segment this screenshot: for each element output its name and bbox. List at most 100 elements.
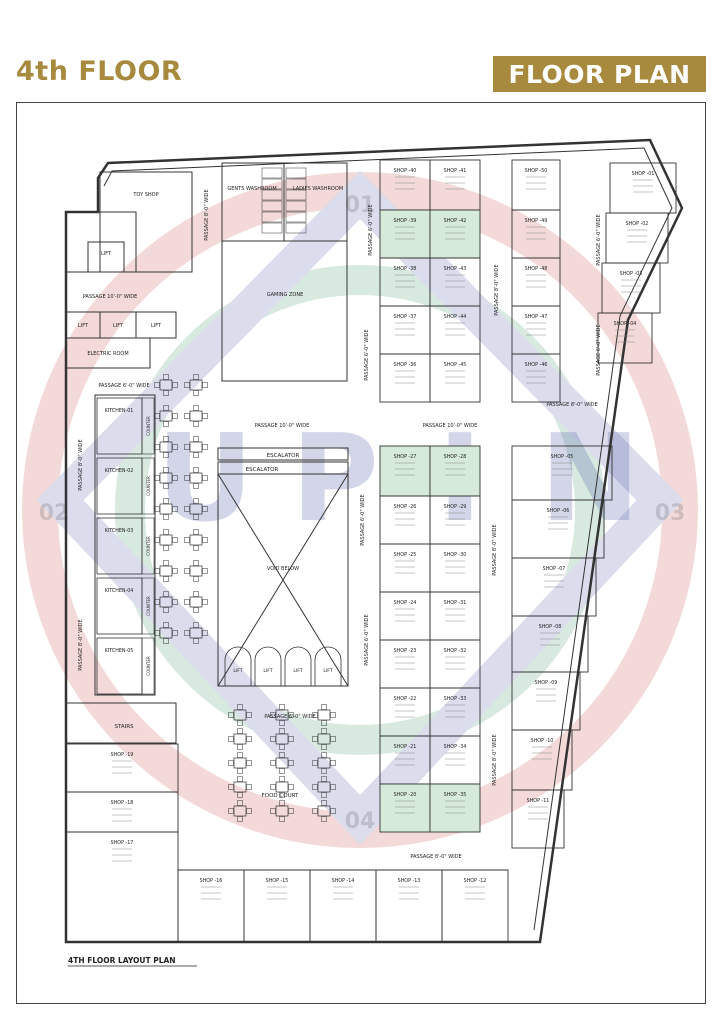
kitchen-label: KITCHEN-04 [105,588,134,594]
dining-tables [154,374,336,822]
toilet-stall [261,211,283,223]
floor-title: 4th FLOOR [16,56,183,87]
dining-table [154,591,178,613]
dining-table [312,800,336,822]
dining-table [312,728,336,750]
counter-label: COUNTER [146,536,151,556]
dining-table [154,405,178,427]
ladies-washroom-label: LADIES WASHROOM [293,186,343,192]
shop-unit: SHOP -23 [379,639,431,689]
shop-unit: SHOP -15 [243,869,311,943]
shop-unit: SHOP -14 [309,869,377,943]
passage-label: PASSAGE 8'-0" WIDE [78,619,84,670]
shop-label: SHOP -41 [444,168,467,174]
toilet-stall [285,222,307,234]
shop-label: SHOP -42 [444,218,467,224]
shop-label: SHOP -20 [394,792,417,798]
shop-unit: SHOP -26 [379,495,431,545]
dining-table [270,776,294,798]
passage-label: PASSAGE 10'-0" WIDE [423,423,478,429]
shop-unit: SHOP -46 [511,353,561,403]
lift-arch: LIFT [314,646,342,686]
passage-label: PASSAGE 6'-0" WIDE [264,714,315,720]
escalator-upper [217,447,349,461]
dining-table [270,728,294,750]
dining-table [228,776,252,798]
dining-table [312,704,336,726]
dining-table [154,622,178,644]
floor-plan-badge: FLOOR PLAN [493,56,706,92]
electric-room-label: ELECTRIC ROOM [87,351,128,357]
dining-table [228,728,252,750]
passage-label: PASSAGE 10'-0" WIDE [83,294,138,300]
counter-label: COUNTER [146,656,151,676]
escalator-label: ESCALATOR [267,453,300,459]
shop-label: SHOP -06 [547,508,570,514]
shop-label: SHOP -34 [444,744,467,750]
stairs-label: STAIRS [114,724,134,730]
void-area [217,473,349,687]
dining-table [154,529,178,551]
dining-table [184,529,208,551]
shop-unit: SHOP -12 [441,869,509,943]
plan-frame [16,102,706,1004]
shop-label: SHOP -44 [444,314,467,320]
dining-table [312,752,336,774]
lift-label: LIFT [101,251,112,257]
passage-label: PASSAGE 8'-0" WIDE [78,439,84,490]
shop-unit: SHOP -37 [379,305,431,355]
shop-label: SHOP -23 [394,648,417,654]
dining-table [184,560,208,582]
dining-table [270,752,294,774]
shop-label: SHOP -17 [111,840,134,846]
toilet-stalls [261,167,307,234]
lift-arch: LIFT [254,646,282,686]
shop-label: SHOP -37 [394,314,417,320]
shop-label: SHOP -30 [444,552,467,558]
shop-unit: SHOP -24 [379,591,431,641]
shop-label: SHOP -04 [614,321,637,327]
passage-label: PASSAGE 10'-0" WIDE [255,423,310,429]
shop-label: SHOP -07 [543,566,566,572]
passage-label: PASSAGE 8'-0" WIDE [492,734,498,785]
lift-top [87,241,125,273]
shop-unit: SHOP -31 [429,591,481,641]
dining-table [184,591,208,613]
shop-label: SHOP -08 [539,624,562,630]
shop-unit: SHOP -16 [177,869,245,943]
gaming-zone-label: GAMING ZONE [267,292,304,298]
dining-table [184,374,208,396]
watermark-letter: U [156,410,253,549]
watermark-marker: 02 [39,501,70,526]
toilet-stall [261,189,283,201]
toilet-stall [285,167,307,179]
toilet-stall [261,178,283,190]
plan-structure [65,162,508,942]
kitchen-column [94,394,156,696]
shop-label: SHOP -38 [394,266,417,272]
shop-unit: SHOP -42 [429,209,481,259]
shop-label: SHOP -35 [444,792,467,798]
shop-label: SHOP -11 [527,798,550,804]
shop-label: SHOP -24 [394,600,417,606]
shop-label: SHOP -10 [531,738,554,744]
watermark-marker: 01 [345,193,376,218]
shop-label: SHOP -18 [111,800,134,806]
shop-label: SHOP -33 [444,696,467,702]
shop-unit: SHOP -39 [379,209,431,259]
shop-label: SHOP -03 [620,271,643,277]
shop-unit: SHOP -45 [429,353,481,403]
dining-table [228,704,252,726]
kitchen-label: KITCHEN-05 [105,648,134,654]
dining-table [184,436,208,458]
watermark-letter: P [291,410,379,549]
watermark-letter: N [540,410,640,549]
shop-unit: SHOP -20 [379,783,431,833]
counter-label: COUNTER [146,476,151,496]
lift-label: LIFT [78,323,89,329]
shop-unit: SHOP -17 [65,831,179,943]
